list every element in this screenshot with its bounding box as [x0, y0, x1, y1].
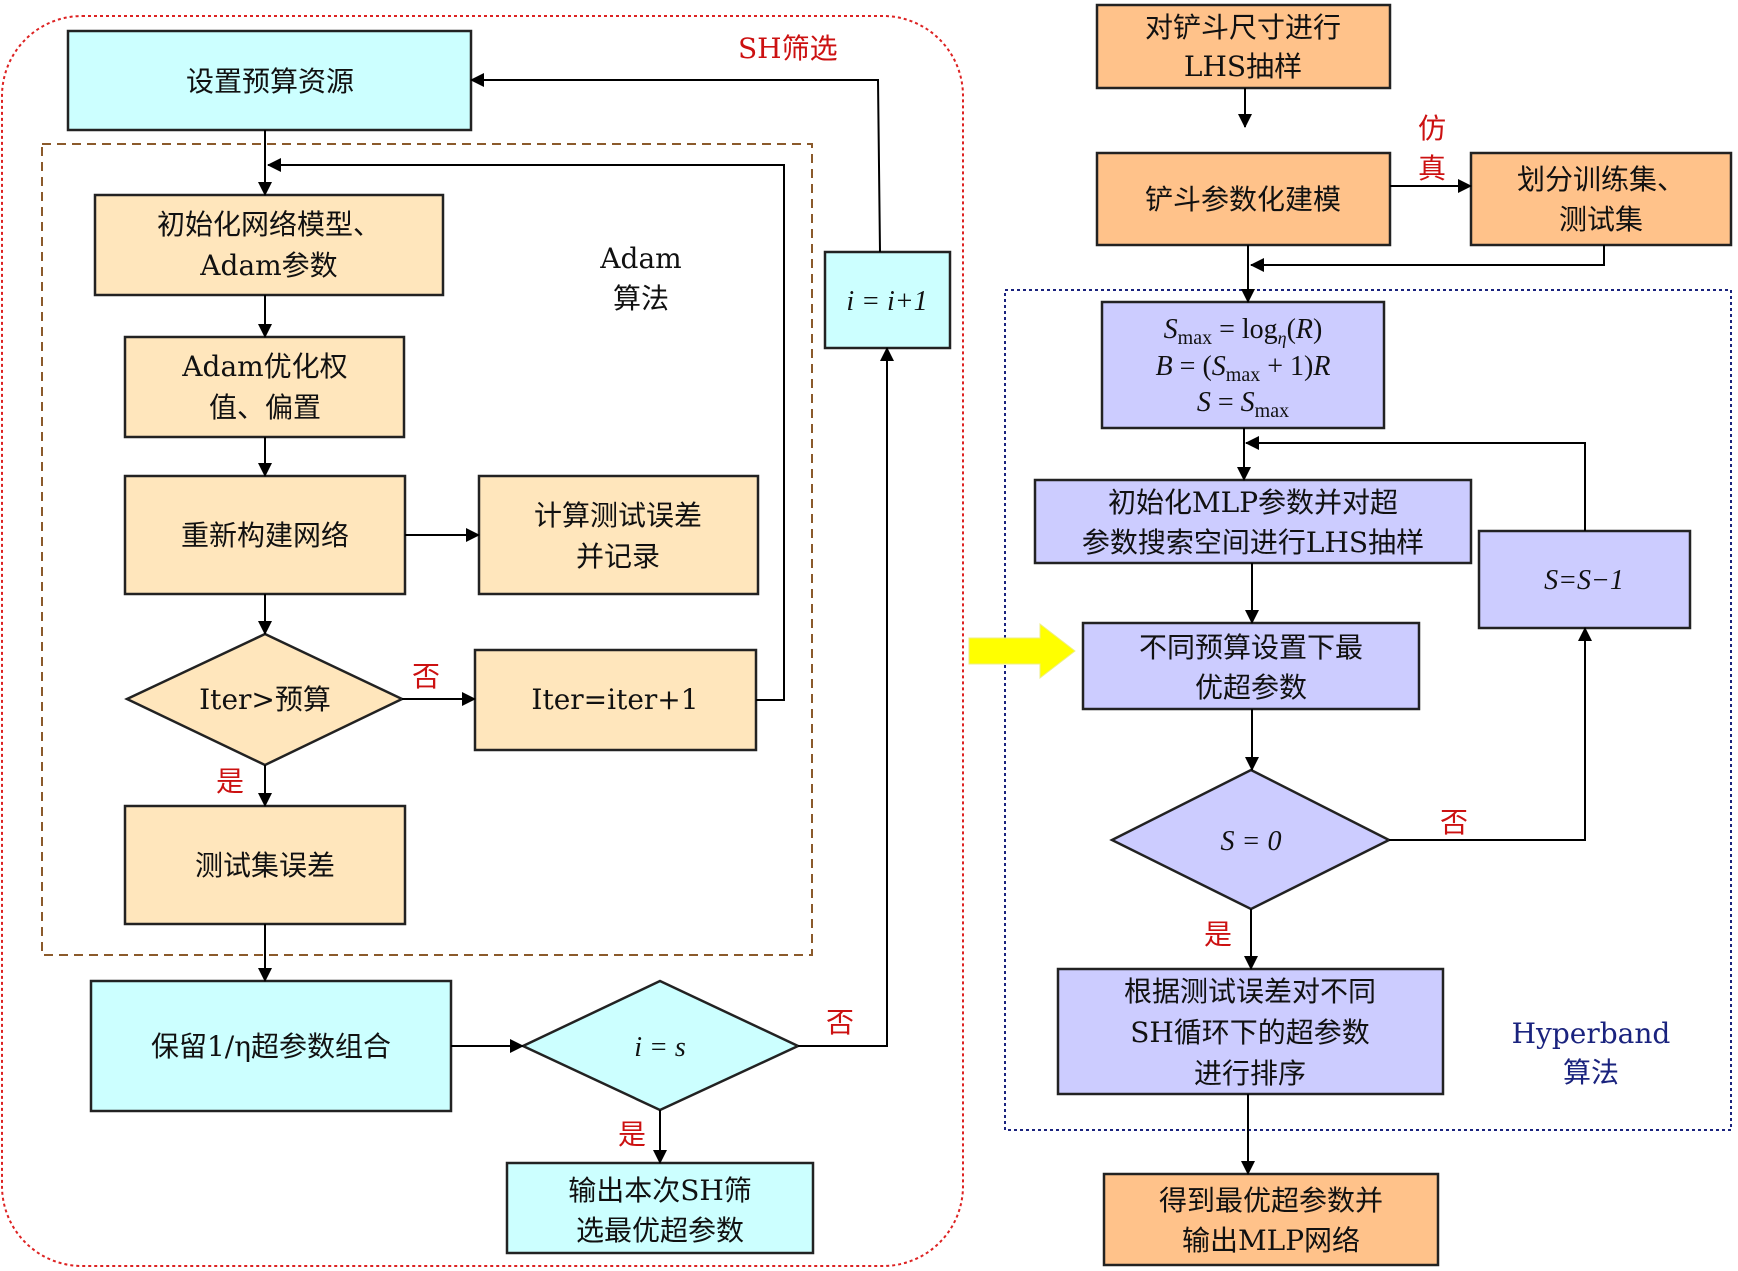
adam-group-label-line1: Adam: [599, 242, 681, 275]
node-text: i = s: [634, 1032, 686, 1063]
node-init-mlp: 初始化MLP参数并对超 参数搜索空间进行LHS抽样: [1033, 478, 1473, 565]
label-i-no: 否: [826, 1006, 854, 1039]
node-init-network: 初始化网络模型、 Adam参数: [93, 193, 445, 297]
node-text: 初始化网络模型、: [157, 208, 381, 241]
node-text: 初始化MLP参数并对超: [1108, 486, 1398, 519]
formula-budget: B = (Smax + 1)R: [1156, 351, 1331, 386]
node-text: Adam优化权: [181, 350, 347, 383]
node-text: Iter=iter+1: [531, 683, 698, 716]
node-text: 不同预算设置下最: [1139, 631, 1363, 664]
right-connectors: [1237, 88, 1605, 1175]
node-text: 值、偏置: [209, 391, 321, 424]
label-iter-yes: 是: [216, 765, 244, 798]
hyperband-group-border: [1004, 289, 1732, 1131]
node-text: 设置预算资源: [186, 65, 354, 98]
node-text: 计算测试误差: [534, 499, 702, 532]
node-text: 铲斗参数化建模: [1145, 183, 1341, 216]
sh-group-label: SH筛选: [738, 32, 838, 65]
label-s-no: 否: [1440, 806, 1468, 839]
formula-smax: Smax = logη(R): [1164, 314, 1323, 349]
node-text: SH循环下的超参数: [1130, 1016, 1370, 1049]
edge-iter-loop-back: [267, 158, 785, 701]
node-text: 重新构建网络: [181, 519, 349, 552]
label-simulation-2: 真: [1418, 152, 1446, 185]
highlight-arrow-icon: [968, 622, 1076, 680]
left-connectors: [258, 73, 894, 1164]
node-decrement-s: S=S−1: [1477, 529, 1692, 630]
node-text: i = i+1: [846, 286, 927, 317]
node-text: 输出MLP网络: [1182, 1224, 1360, 1257]
node-text: 测试集误差: [195, 849, 335, 882]
label-simulation-1: 仿: [1418, 112, 1446, 145]
node-calc-test-error: 计算测试误差 并记录: [477, 474, 760, 596]
node-text: 划分训练集、: [1517, 163, 1685, 196]
decision-iter-check: Iter>预算: [124, 632, 405, 767]
node-test-set-error: 测试集误差: [123, 804, 407, 926]
label-i-yes: 是: [618, 1118, 646, 1151]
formula-s: S = Smax: [1197, 387, 1289, 422]
node-text: 输出本次SH筛: [568, 1174, 752, 1207]
node-text: 并记录: [576, 540, 660, 573]
label-s-yes: 是: [1204, 918, 1232, 951]
hyperband-group-label-line1: Hyperband: [1512, 1017, 1671, 1050]
node-text: 选最优超参数: [576, 1214, 744, 1247]
label-iter-no: 否: [412, 660, 440, 693]
node-text: LHS抽样: [1184, 50, 1302, 83]
adam-group-label-line2: 算法: [613, 282, 669, 315]
node-text: 参数搜索空间进行LHS抽样: [1082, 526, 1424, 559]
edge-split-back: [1250, 245, 1605, 272]
edge-i-increment-to-budget: [470, 73, 881, 253]
edge-i-check-no: [798, 347, 894, 1047]
node-final-output: 得到最优超参数并 输出MLP网络: [1102, 1172, 1440, 1267]
node-keep-fraction: 保留1/η超参数组合: [89, 979, 453, 1113]
adam-group-border: [41, 143, 813, 956]
node-output-sh: 输出本次SH筛 选最优超参数: [505, 1161, 815, 1255]
node-rank-params: 根据测试误差对不同 SH循环下的超参数 进行排序: [1056, 967, 1445, 1096]
node-i-increment: i = i+1: [823, 250, 952, 350]
edge-decrement-loop: [1245, 436, 1586, 531]
node-adam-optimize: Adam优化权 值、偏置: [123, 335, 406, 439]
sh-group-border: [1, 15, 964, 1267]
node-text: 得到最优超参数并: [1159, 1184, 1383, 1217]
node-text: 进行排序: [1194, 1057, 1306, 1090]
node-text: 优超参数: [1195, 671, 1307, 704]
node-text: 对铲斗尺寸进行: [1145, 11, 1341, 44]
node-init-hyperband: Smax = logη(R) B = (Smax + 1)R S = Smax: [1100, 300, 1386, 430]
node-text: Adam参数: [199, 249, 337, 282]
node-text: 根据测试误差对不同: [1124, 975, 1376, 1008]
node-set-budget: 设置预算资源: [66, 29, 473, 132]
node-text: S=S−1: [1544, 565, 1624, 596]
node-best-per-budget: 不同预算设置下最 优超参数: [1081, 621, 1421, 711]
node-text: S = 0: [1221, 826, 1282, 857]
node-rebuild-network: 重新构建网络: [123, 474, 407, 596]
node-lhs-bucket: 对铲斗尺寸进行 LHS抽样: [1095, 3, 1392, 90]
node-text: 测试集: [1559, 203, 1643, 236]
node-iter-increment: Iter=iter+1: [473, 648, 758, 752]
node-text: Iter>预算: [199, 683, 331, 716]
decision-i-check: i = s: [520, 979, 801, 1112]
hyperband-group-label-line2: 算法: [1563, 1056, 1619, 1089]
edge-s-check-no: [1389, 627, 1592, 841]
node-split-sets: 划分训练集、 测试集: [1469, 151, 1733, 247]
decision-s-check: S = 0: [1109, 768, 1392, 911]
node-param-model: 铲斗参数化建模: [1095, 151, 1392, 247]
node-text: 保留1/η超参数组合: [151, 1030, 391, 1063]
